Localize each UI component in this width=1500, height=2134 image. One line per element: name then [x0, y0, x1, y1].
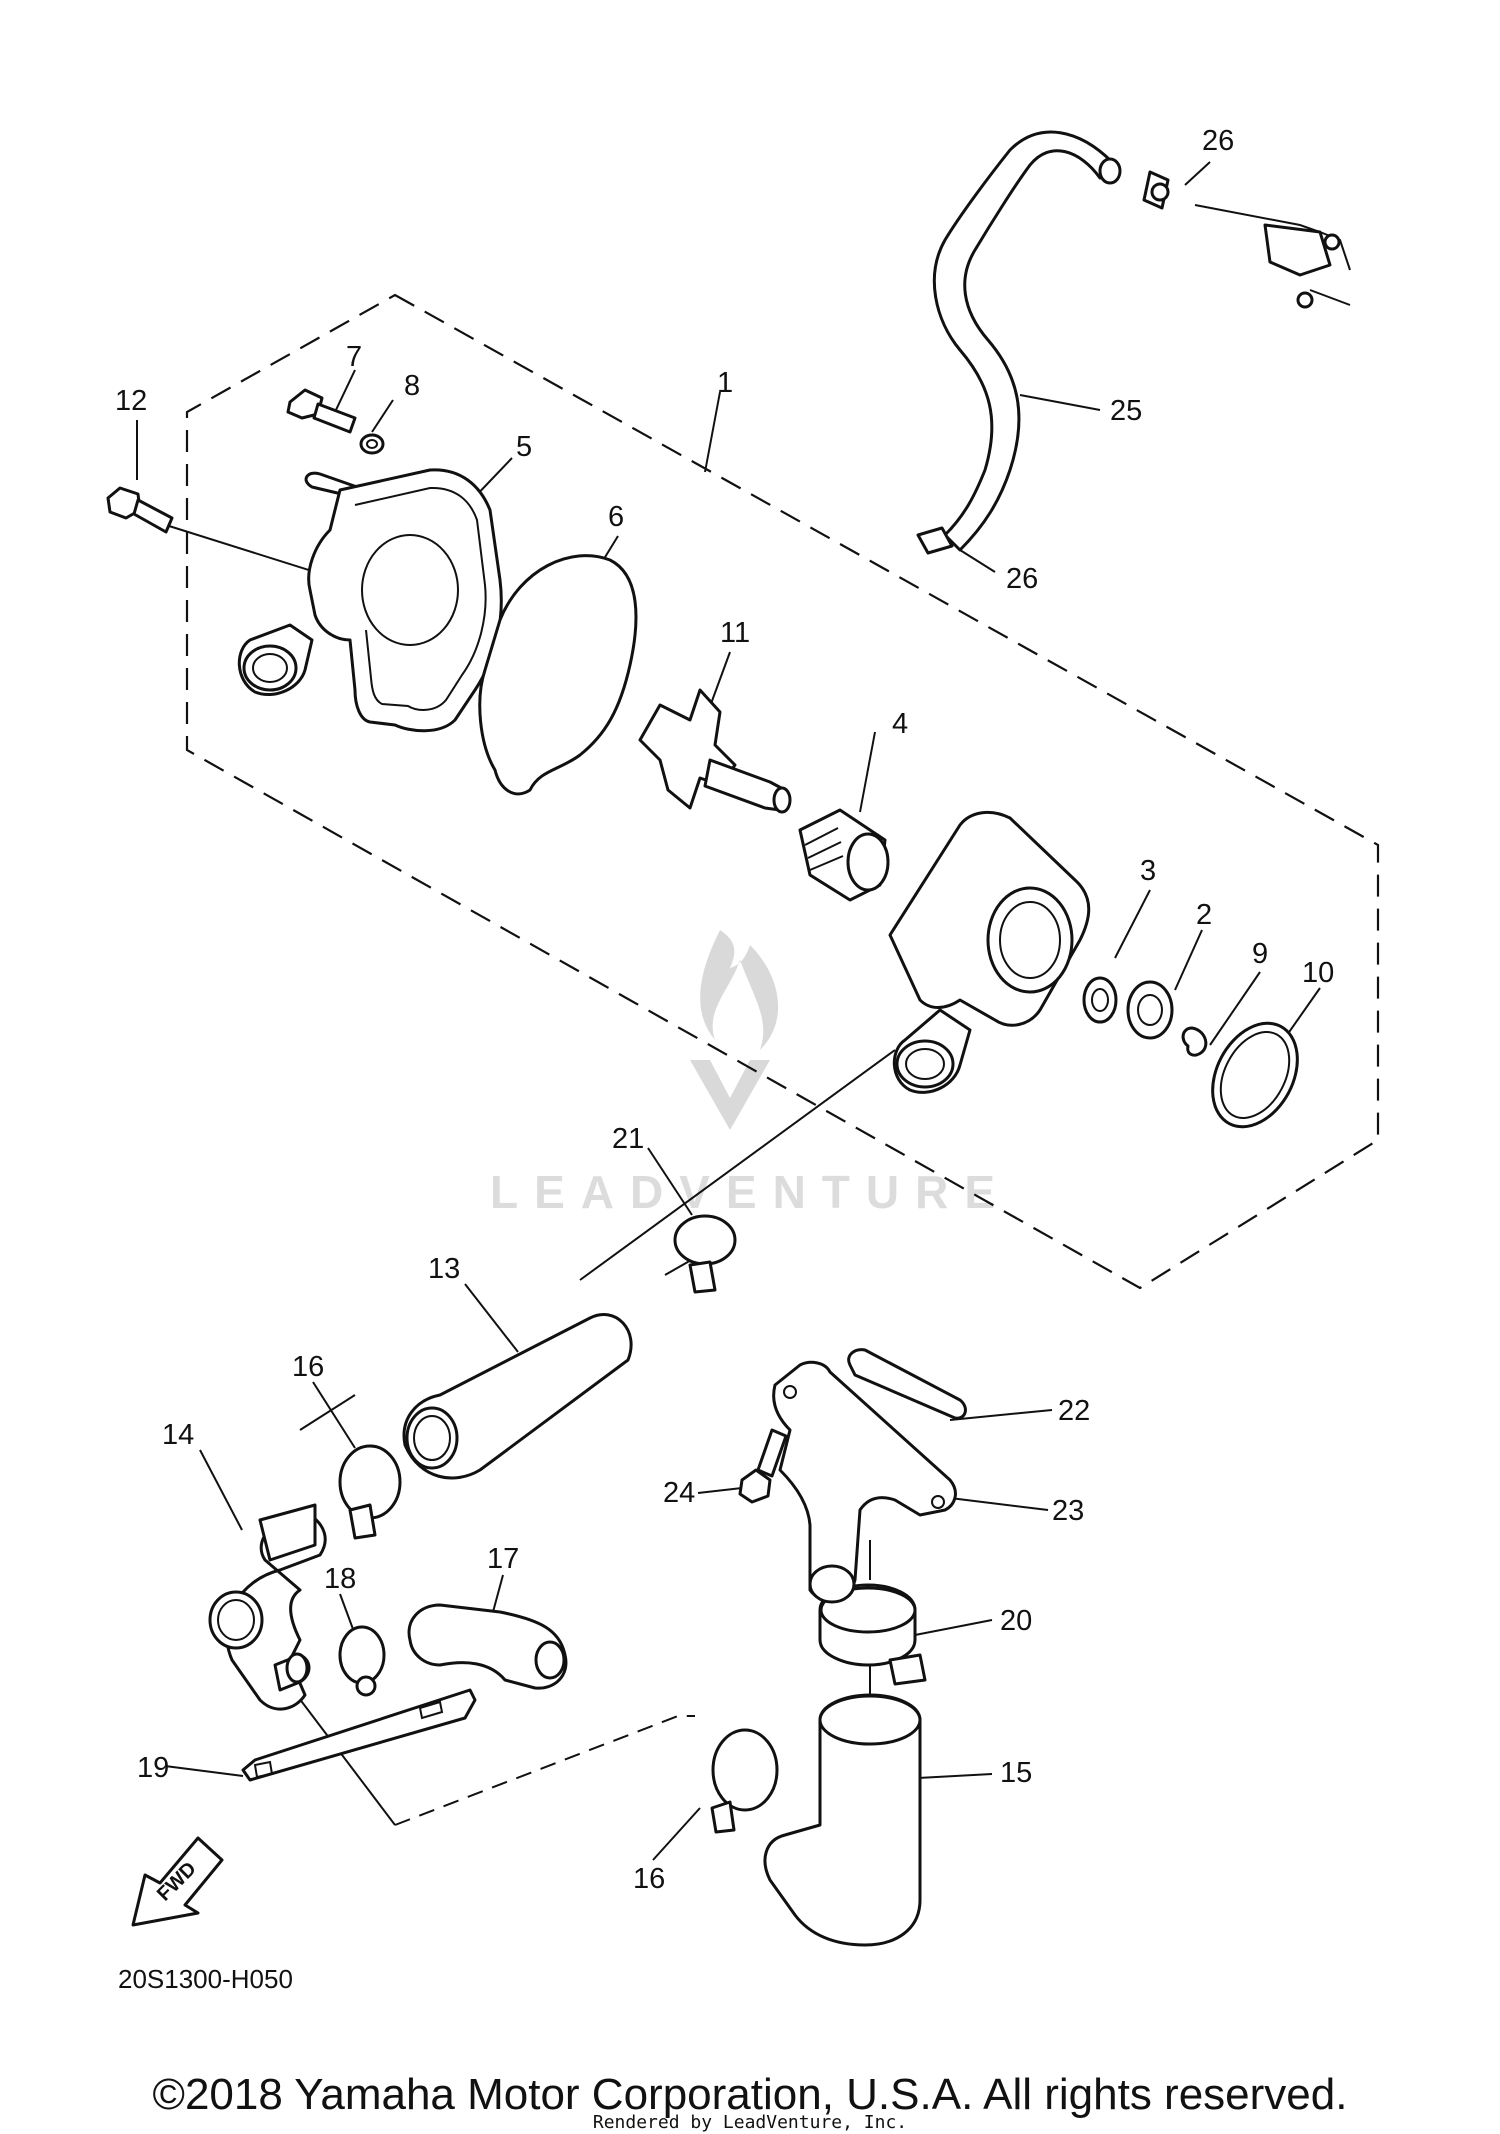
callout-26-bottom: 26 — [1006, 563, 1038, 595]
pipe-15 — [763, 1693, 922, 1947]
bearing-3 — [1082, 976, 1118, 1024]
hose-25 — [932, 130, 1122, 552]
clamp-18 — [338, 1625, 386, 1697]
callout-15: 15 — [1000, 1757, 1032, 1789]
callout-23: 23 — [1052, 1495, 1084, 1527]
clamp-20 — [818, 1583, 927, 1686]
callout-3: 3 — [1140, 855, 1156, 887]
callout-24: 24 — [663, 1477, 695, 1509]
hose-17 — [407, 1603, 568, 1690]
hose-13 — [402, 1313, 633, 1480]
fitting-right — [1194, 204, 1351, 309]
callout-14: 14 — [162, 1419, 194, 1451]
clamp-21 — [673, 1214, 737, 1294]
bolt-12 — [106, 486, 174, 534]
callout-8: 8 — [404, 370, 420, 402]
callout-5: 5 — [516, 431, 532, 463]
fwd-arrow-icon: FWD — [131, 1836, 224, 1927]
clamp-16-lower — [710, 1728, 779, 1834]
impeller-11 — [638, 688, 792, 814]
rendered-by-notice: Rendered by LeadVenture, Inc. — [592, 2112, 908, 2133]
callout-13: 13 — [428, 1253, 460, 1285]
o-ring-6 — [478, 554, 638, 796]
callout-26-top: 26 — [1202, 125, 1234, 157]
hose-14 — [208, 1503, 327, 1711]
callout-4: 4 — [892, 708, 908, 740]
svg-text:LEADVENTURE: LEADVENTURE — [490, 1166, 1011, 1218]
bracket-19 — [241, 1688, 477, 1782]
pump-housing — [888, 810, 1091, 1094]
seal-4 — [798, 808, 890, 902]
seal-2 — [1126, 980, 1174, 1040]
callout-20: 20 — [1000, 1605, 1032, 1637]
callout-1: 1 — [717, 367, 733, 399]
leader-lines — [136, 161, 1321, 1861]
callout-10: 10 — [1302, 957, 1334, 989]
clamp-16-upper — [338, 1444, 402, 1540]
clamp-26-top — [1142, 170, 1170, 210]
housing-23 — [772, 1360, 957, 1604]
callout-9: 9 — [1252, 938, 1268, 970]
leadventure-watermark: LEADVENTURE — [490, 930, 1011, 1218]
callout-21: 21 — [612, 1123, 644, 1155]
callout-25: 25 — [1110, 395, 1142, 427]
bolt-24 — [738, 1428, 788, 1504]
callout-16-upper: 16 — [292, 1351, 324, 1383]
clamp-26-bottom — [916, 526, 954, 555]
callout-11: 11 — [720, 617, 750, 649]
washer-8 — [359, 433, 385, 455]
pump-cover-5 — [237, 468, 503, 733]
gasket-22 — [847, 1348, 967, 1420]
callout-2: 2 — [1196, 899, 1212, 931]
diagram-code: 20S1300-H050 — [118, 1964, 293, 1994]
callout-19: 19 — [137, 1752, 169, 1784]
ring-10 — [1211, 1021, 1299, 1129]
callout-18: 18 — [324, 1563, 356, 1595]
callout-22: 22 — [1058, 1395, 1090, 1427]
clip-9 — [1181, 1026, 1208, 1057]
copyright-notice: ©2018 Yamaha Motor Corporation, U.S.A. A… — [152, 2070, 1348, 2119]
callout-12: 12 — [115, 385, 147, 417]
callout-labels: 1 2 3 4 5 6 7 8 9 10 11 12 13 14 15 16 1… — [115, 125, 1334, 1895]
callout-7: 7 — [346, 341, 362, 373]
bolt-7 — [286, 388, 357, 434]
callout-17: 17 — [487, 1543, 519, 1575]
callout-16-lower: 16 — [633, 1863, 665, 1895]
callout-6: 6 — [608, 501, 624, 533]
pump-assembly-outline — [185, 293, 1380, 1290]
